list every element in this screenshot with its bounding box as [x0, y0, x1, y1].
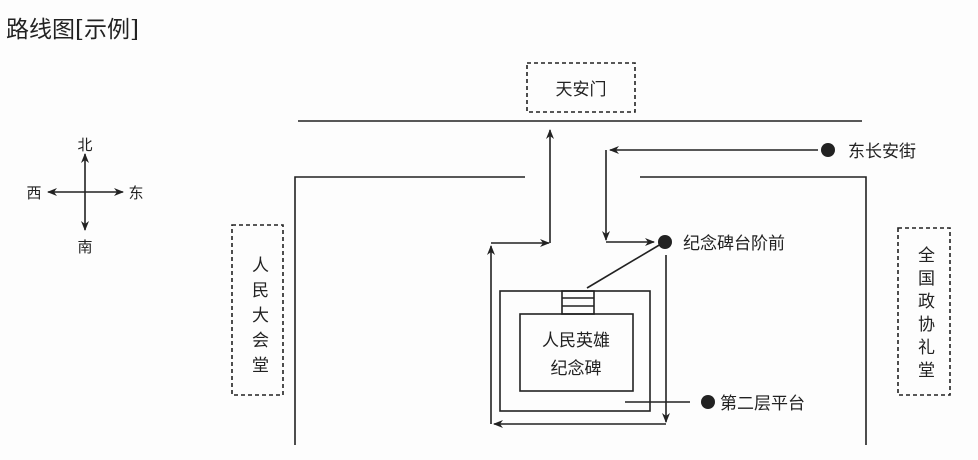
tiananmen-box [526, 62, 636, 113]
changan-dot [821, 143, 835, 157]
cppcc-hall-label: 全国政协礼堂 [914, 246, 934, 384]
second-platform-label: 第二层平台 [720, 394, 805, 414]
great-hall-box [231, 224, 284, 396]
compass-east: 东 [128, 184, 143, 202]
steps-dot [658, 235, 672, 249]
cppcc-hall-box [897, 227, 951, 396]
steps [561, 290, 595, 315]
second-platform-rect [499, 290, 651, 412]
east-changan-label: 东长安街 [848, 142, 916, 162]
compass-south: 南 [77, 238, 92, 256]
road-right [640, 176, 867, 445]
monument-rect [519, 313, 634, 392]
road-left [294, 176, 525, 445]
monument-label-2: 纪念碑 [551, 358, 602, 379]
diagram-title: 路线图[示例] [6, 17, 139, 43]
front-steps-label: 纪念碑台阶前 [683, 233, 785, 254]
monument-label-1: 人民英雄 [542, 331, 610, 351]
great-hall-label: 人民大会堂 [248, 256, 268, 381]
compass-north: 北 [77, 136, 92, 154]
compass-west: 西 [26, 184, 41, 202]
tiananmen-label: 天安门 [556, 80, 607, 100]
platform-dot [701, 395, 715, 409]
steps-pointer [586, 243, 662, 289]
